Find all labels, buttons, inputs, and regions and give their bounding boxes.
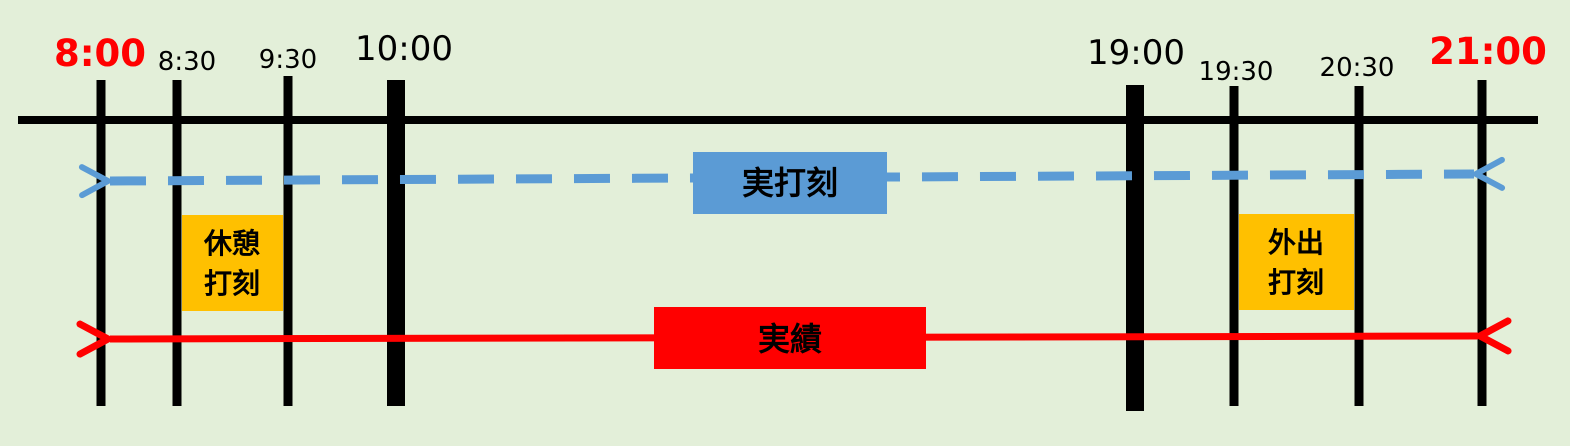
tick-label-2030: 20:30 [1320, 53, 1395, 83]
result-label-box [654, 307, 926, 369]
stamp-label: 実打刻 [742, 164, 838, 202]
outing-stamp-line1: 外出 [1268, 226, 1324, 259]
stamp-arrow [78, 156, 1506, 199]
stamp-label-box [693, 152, 887, 214]
tick-label-2100: 21:00 [1429, 30, 1547, 73]
result-label: 実績 [758, 320, 822, 358]
tick-label-1000: 10:00 [355, 29, 453, 69]
break-stamp-line1: 休憩 [203, 227, 260, 260]
outing-stamp-box [1239, 214, 1354, 310]
tick-label-0930: 9:30 [259, 45, 317, 75]
break-stamp-line2: 打刻 [204, 267, 260, 300]
tick-label-1930: 19:30 [1199, 57, 1274, 87]
tick-label-0830: 8:30 [158, 47, 216, 77]
tick-label-0800: 8:00 [54, 32, 146, 75]
tick-label-1900: 19:00 [1087, 33, 1185, 73]
break-stamp-box [182, 215, 283, 311]
outing-stamp-line2: 打刻 [1268, 266, 1324, 299]
